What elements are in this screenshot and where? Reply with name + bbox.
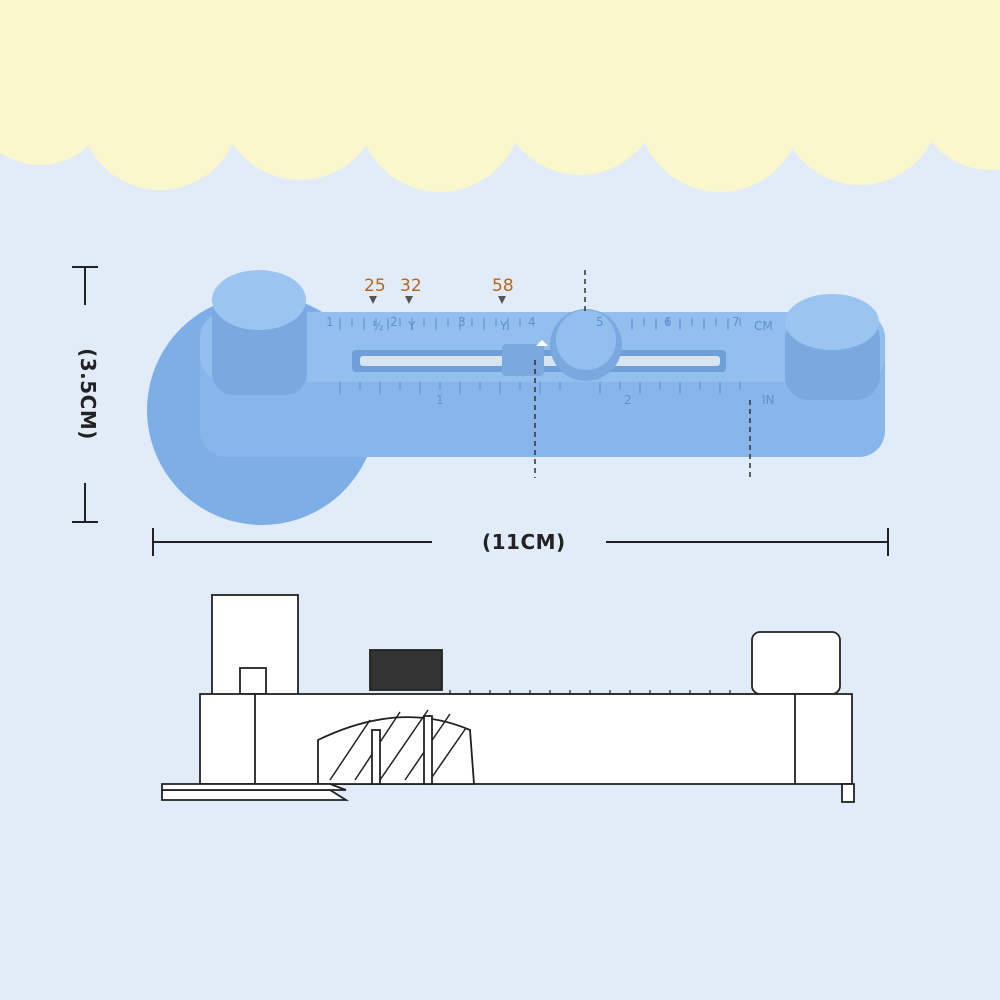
blue-tool: 1 ½ 2 Y 3 Y 4 5 6 7 CM 1 2 IN [147, 270, 885, 525]
size-marker-58: 58 [492, 276, 514, 296]
wheel-drawing [369, 649, 443, 691]
width-dimension-label: (11CM) [482, 530, 566, 554]
right-post [751, 631, 841, 695]
left-knob [212, 270, 307, 395]
cm-number: 2 [390, 315, 398, 329]
guide-lines [534, 270, 751, 478]
side-view-drawing [161, 594, 855, 803]
cloud-banner [0, 0, 1000, 192]
in-unit-label: IN [762, 393, 775, 407]
in-number: 1 [436, 393, 444, 407]
body-drawing [199, 693, 853, 785]
fraction-mark: Y [499, 319, 508, 333]
right-knob [785, 294, 880, 400]
marker-arrows [369, 296, 506, 304]
marker-arrow-icon [369, 296, 377, 304]
width-dimension-line [152, 528, 889, 556]
base-plate-drawing [161, 789, 350, 801]
size-marker-32: 32 [400, 276, 422, 296]
marker-arrow-icon [405, 296, 413, 304]
ruler-ticks [339, 318, 741, 394]
in-number: 2 [624, 393, 632, 407]
cm-unit-label: CM [754, 319, 773, 333]
fraction-mark: Y [407, 319, 416, 333]
slider-block [502, 344, 544, 376]
cm-number: 1 [326, 315, 334, 329]
ruler-labels: 1 ½ 2 Y 3 Y 4 5 6 7 CM 1 2 IN [326, 315, 775, 407]
cutaway-area [317, 716, 475, 785]
height-dimension-line [72, 266, 98, 523]
adjust-wheel [550, 309, 622, 381]
cm-number: 6 [664, 315, 672, 329]
size-marker-25: 25 [364, 276, 386, 296]
cm-number: 4 [528, 315, 536, 329]
cm-number: 7 [732, 315, 740, 329]
cm-number: 5 [596, 315, 604, 329]
height-dimension-label: (3.5CM) [75, 348, 100, 440]
marker-arrow-icon [498, 296, 506, 304]
fraction-mark: ½ [372, 319, 384, 333]
cm-number: 3 [458, 315, 466, 329]
slider-arrow-icon [536, 340, 548, 346]
